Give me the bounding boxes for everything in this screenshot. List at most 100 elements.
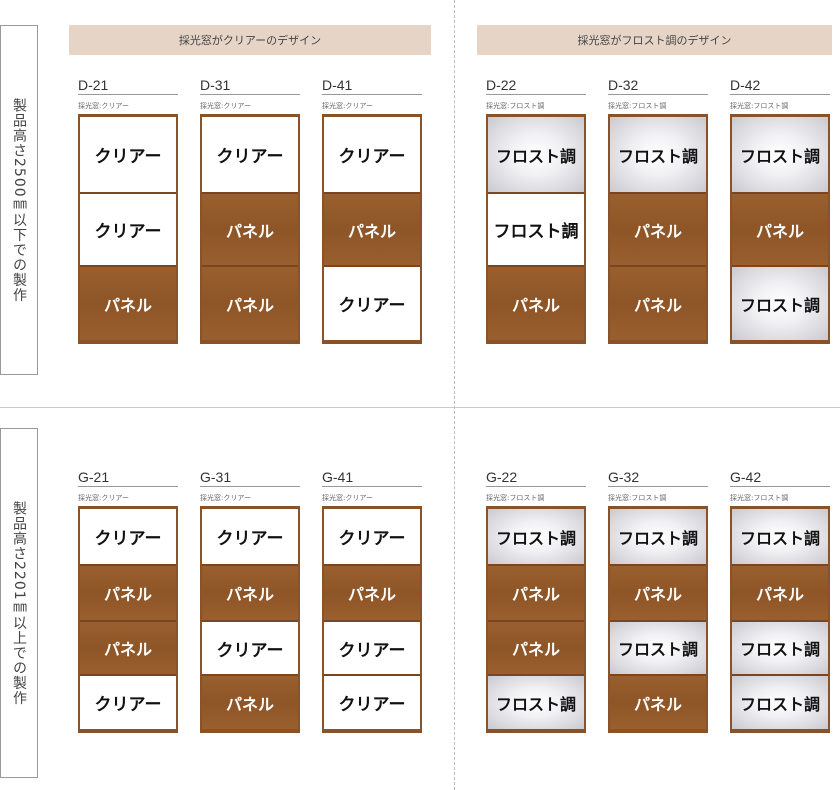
door-code: G-32 [608, 469, 640, 485]
door-window-type: 採光窓:クリアー [78, 494, 129, 502]
door-panel-frost: フロスト調 [732, 674, 828, 729]
door-window-type: 採光窓:フロスト調 [486, 102, 545, 110]
door-panel-clear: クリアー [324, 117, 420, 192]
door-panel-frost: フロスト調 [732, 265, 828, 340]
panel-label: クリアー [94, 222, 162, 242]
door-frame: クリアーパネルパネルクリアー [78, 506, 178, 733]
code-underline [322, 486, 422, 487]
panel-label: フロスト調 [739, 694, 820, 714]
panel-label: パネル [103, 640, 152, 659]
banner-frost-text: 採光窓がフロスト調のデザイン [577, 34, 732, 47]
door-panel-clear: クリアー [324, 265, 420, 340]
code-underline [200, 94, 300, 95]
door-panel-frost: フロスト調 [610, 620, 706, 674]
door-panel-wood: パネル [80, 564, 176, 620]
door-window-type: 採光窓:クリアー [200, 494, 251, 502]
panel-label: パネル [225, 585, 274, 604]
door-panel-wood: パネル [732, 192, 828, 265]
panel-label: フロスト調 [495, 694, 576, 714]
banner-clear-text: 採光窓がクリアーのデザイン [178, 34, 322, 47]
panel-label: パネル [633, 694, 682, 714]
door-panel-clear: クリアー [202, 117, 298, 192]
door-panel-clear: クリアー [80, 509, 176, 564]
door-code: D-21 [78, 77, 109, 93]
panel-label: パネル [511, 585, 560, 604]
door-window-type: 採光窓:クリアー [200, 102, 251, 110]
code-underline [200, 486, 300, 487]
panel-label: フロスト調 [739, 295, 820, 315]
door-panel-clear: クリアー [324, 674, 420, 729]
panel-label: パネル [755, 221, 804, 241]
panel-label: フロスト調 [739, 146, 820, 166]
door-frame: フロスト調パネルパネル [608, 114, 708, 344]
panel-label: フロスト調 [617, 146, 698, 166]
door-code: G-42 [730, 469, 762, 485]
door-code: G-21 [78, 469, 110, 485]
panel-label: パネル [511, 295, 560, 315]
panel-label: クリアー [338, 695, 406, 715]
door-panel-wood: パネル [610, 192, 706, 265]
door-panel-wood: パネル [324, 192, 420, 265]
panel-label: フロスト調 [739, 528, 820, 548]
panel-label: パネル [225, 221, 274, 241]
door-panel-frost: フロスト調 [610, 509, 706, 564]
panel-label: パネル [347, 221, 396, 241]
door-panel-clear: クリアー [80, 117, 176, 192]
code-underline [78, 94, 178, 95]
door-panel-wood: パネル [610, 265, 706, 340]
door-window-type: 採光窓:フロスト調 [486, 494, 545, 502]
door-panel-wood: パネル [202, 265, 298, 340]
door-panel-frost: フロスト調 [610, 117, 706, 192]
horizontal-divider [0, 407, 840, 408]
door-frame: フロスト調パネルフロスト調フロスト調 [730, 506, 830, 733]
panel-label: パネル [225, 694, 274, 714]
door-panel-clear: クリアー [202, 620, 298, 674]
door-frame: フロスト調パネルフロスト調 [730, 114, 830, 344]
door-code: D-42 [730, 77, 761, 93]
code-underline [78, 486, 178, 487]
door-panel-frost: フロスト調 [488, 674, 584, 729]
door-frame: クリアーパネルクリアーパネル [200, 506, 300, 733]
door-panel-wood: パネル [202, 674, 298, 729]
panel-label: パネル [511, 640, 560, 659]
door-panel-clear: クリアー [202, 509, 298, 564]
door-panel-wood: パネル [202, 192, 298, 265]
panel-label: パネル [347, 585, 396, 604]
panel-label: フロスト調 [495, 528, 576, 548]
door-panel-clear: クリアー [80, 192, 176, 265]
panel-label: パネル [633, 295, 682, 315]
code-underline [608, 94, 708, 95]
door-panel-wood: パネル [80, 265, 176, 340]
door-panel-wood: パネル [488, 564, 584, 620]
panel-label: パネル [103, 295, 152, 315]
door-code: D-41 [322, 77, 353, 93]
side-label-d-series: 製品高さ2500㎜以下での製作 [0, 25, 38, 375]
code-underline [608, 486, 708, 487]
banner-clear-design: 採光窓がクリアーのデザイン [69, 25, 431, 55]
door-window-type: 採光窓:フロスト調 [608, 102, 667, 110]
door-panel-wood: パネル [80, 620, 176, 674]
panel-label: フロスト調 [739, 640, 820, 659]
door-frame: クリアーパネルクリアークリアー [322, 506, 422, 733]
panel-label: パネル [633, 221, 682, 241]
door-panel-frost: フロスト調 [732, 509, 828, 564]
door-frame: フロスト調パネルフロスト調パネル [608, 506, 708, 733]
door-panel-frost: フロスト調 [732, 620, 828, 674]
panel-label: クリアー [338, 147, 406, 167]
panel-label: クリアー [216, 529, 284, 549]
door-window-type: 採光窓:クリアー [322, 102, 373, 110]
door-panel-wood: パネル [610, 674, 706, 729]
door-code: D-32 [608, 77, 639, 93]
panel-label: クリアー [216, 147, 284, 167]
panel-label: クリアー [338, 640, 406, 661]
code-underline [486, 94, 586, 95]
code-underline [730, 486, 830, 487]
